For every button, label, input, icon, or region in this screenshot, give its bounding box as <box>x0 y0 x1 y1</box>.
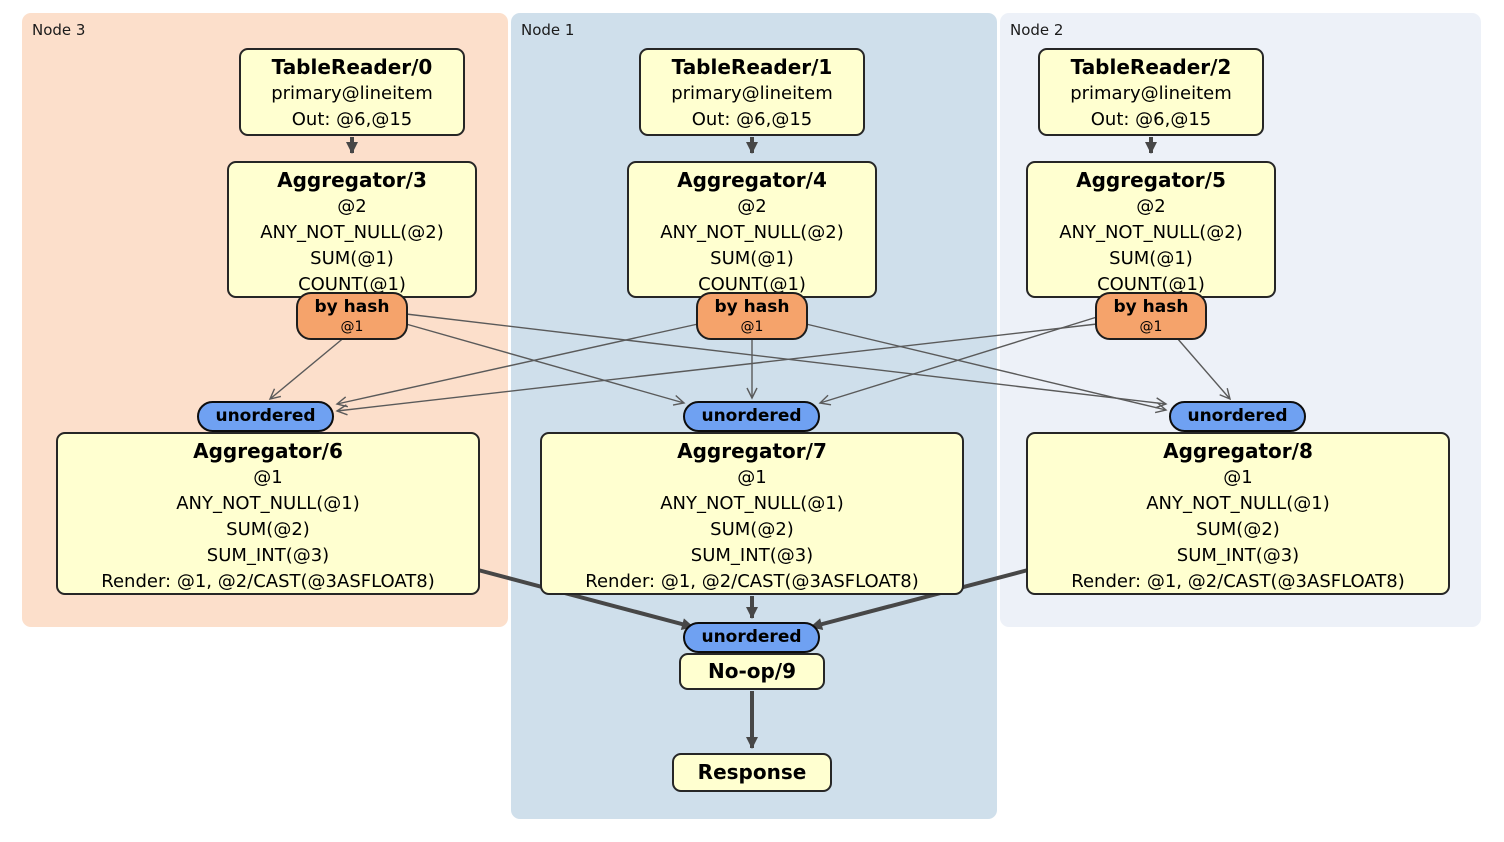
node-label: Node 2 <box>1010 21 1064 39</box>
aggregator-6-box: Aggregator/6 @1 ANY_NOT_NULL(@1) SUM(@2)… <box>56 432 480 595</box>
hash-router-0: by hash @1 <box>296 292 408 340</box>
operator-detail-line: @2 <box>337 196 367 217</box>
aggregator-7-box: Aggregator/7 @1 ANY_NOT_NULL(@1) SUM(@2)… <box>540 432 964 595</box>
operator-detail-line: SUM(@2) <box>710 519 794 540</box>
router-title: by hash <box>1113 297 1189 317</box>
operator-detail-line: Out: @6,@15 <box>691 109 813 130</box>
operator-detail-line: Out: @6,@15 <box>1090 109 1212 130</box>
operator-detail-line: Render: @1, @2/CAST(@3ASFLOAT8) <box>101 571 435 592</box>
operator-detail-line: SUM(@2) <box>1196 519 1280 540</box>
sync-stream-unordered-final: unordered <box>683 622 820 653</box>
sync-stream-unordered-2: unordered <box>1169 401 1306 432</box>
operator-detail-line: @1 <box>1223 467 1253 488</box>
table-reader-0-box: TableReader/0 primary@lineitem Out: @6,@… <box>239 48 465 136</box>
operator-detail-line: ANY_NOT_NULL(@2) <box>260 222 444 243</box>
operator-title: Aggregator/3 <box>277 168 427 192</box>
operator-title: TableReader/2 <box>1070 55 1232 79</box>
aggregator-3-box: Aggregator/3 @2 ANY_NOT_NULL(@2) SUM(@1)… <box>227 161 477 298</box>
router-detail: @1 <box>740 319 764 335</box>
node-label: Node 1 <box>521 21 575 39</box>
operator-detail-line: primary@lineitem <box>271 83 433 104</box>
sync-stream-unordered-0: unordered <box>197 401 334 432</box>
operator-detail-line: COUNT(@1) <box>1097 274 1205 295</box>
response-box: Response <box>672 753 832 792</box>
noop-9-box: No-op/9 <box>679 653 825 690</box>
operator-detail-line: primary@lineitem <box>1070 83 1232 104</box>
operator-detail-line: COUNT(@1) <box>698 274 806 295</box>
operator-detail-line: primary@lineitem <box>671 83 833 104</box>
operator-detail-line: SUM(@2) <box>226 519 310 540</box>
table-reader-1-box: TableReader/1 primary@lineitem Out: @6,@… <box>639 48 865 136</box>
operator-title: TableReader/1 <box>671 55 833 79</box>
hash-router-2: by hash @1 <box>1095 292 1207 340</box>
operator-title: No-op/9 <box>707 659 797 683</box>
operator-detail-line: SUM_INT(@3) <box>206 545 330 566</box>
hash-router-1: by hash @1 <box>696 292 808 340</box>
sync-stream-unordered-1: unordered <box>683 401 820 432</box>
aggregator-4-box: Aggregator/4 @2 ANY_NOT_NULL(@2) SUM(@1)… <box>627 161 877 298</box>
operator-detail-line: ANY_NOT_NULL(@2) <box>1059 222 1243 243</box>
operator-detail-line: @1 <box>737 467 767 488</box>
operator-title: TableReader/0 <box>271 55 433 79</box>
operator-title: Aggregator/4 <box>677 168 827 192</box>
operator-detail-line: Out: @6,@15 <box>291 109 413 130</box>
operator-detail-line: ANY_NOT_NULL(@1) <box>1146 493 1330 514</box>
operator-detail-line: Render: @1, @2/CAST(@3ASFLOAT8) <box>585 571 919 592</box>
router-detail: @1 <box>1139 319 1163 335</box>
node-label: Node 3 <box>32 21 86 39</box>
router-title: by hash <box>314 297 390 317</box>
operator-detail-line: @1 <box>253 467 283 488</box>
table-reader-2-box: TableReader/2 primary@lineitem Out: @6,@… <box>1038 48 1264 136</box>
operator-detail-line: ANY_NOT_NULL(@1) <box>176 493 360 514</box>
operator-title: Aggregator/8 <box>1163 439 1313 463</box>
operator-detail-line: @2 <box>737 196 767 217</box>
operator-detail-line: COUNT(@1) <box>298 274 406 295</box>
operator-detail-line: Render: @1, @2/CAST(@3ASFLOAT8) <box>1071 571 1405 592</box>
router-detail: @1 <box>340 319 364 335</box>
operator-title: Aggregator/5 <box>1076 168 1226 192</box>
operator-detail-line: @2 <box>1136 196 1166 217</box>
operator-detail-line: ANY_NOT_NULL(@2) <box>660 222 844 243</box>
operator-detail-line: SUM(@1) <box>310 248 394 269</box>
router-title: by hash <box>714 297 790 317</box>
operator-title: Aggregator/7 <box>677 439 827 463</box>
operator-detail-line: SUM(@1) <box>1109 248 1193 269</box>
operator-title: Response <box>697 760 807 784</box>
operator-detail-line: ANY_NOT_NULL(@1) <box>660 493 844 514</box>
operator-title: Aggregator/6 <box>193 439 343 463</box>
operator-detail-line: SUM_INT(@3) <box>690 545 814 566</box>
aggregator-8-box: Aggregator/8 @1 ANY_NOT_NULL(@1) SUM(@2)… <box>1026 432 1450 595</box>
operator-detail-line: SUM(@1) <box>710 248 794 269</box>
operator-detail-line: SUM_INT(@3) <box>1176 545 1300 566</box>
aggregator-5-box: Aggregator/5 @2 ANY_NOT_NULL(@2) SUM(@1)… <box>1026 161 1276 298</box>
